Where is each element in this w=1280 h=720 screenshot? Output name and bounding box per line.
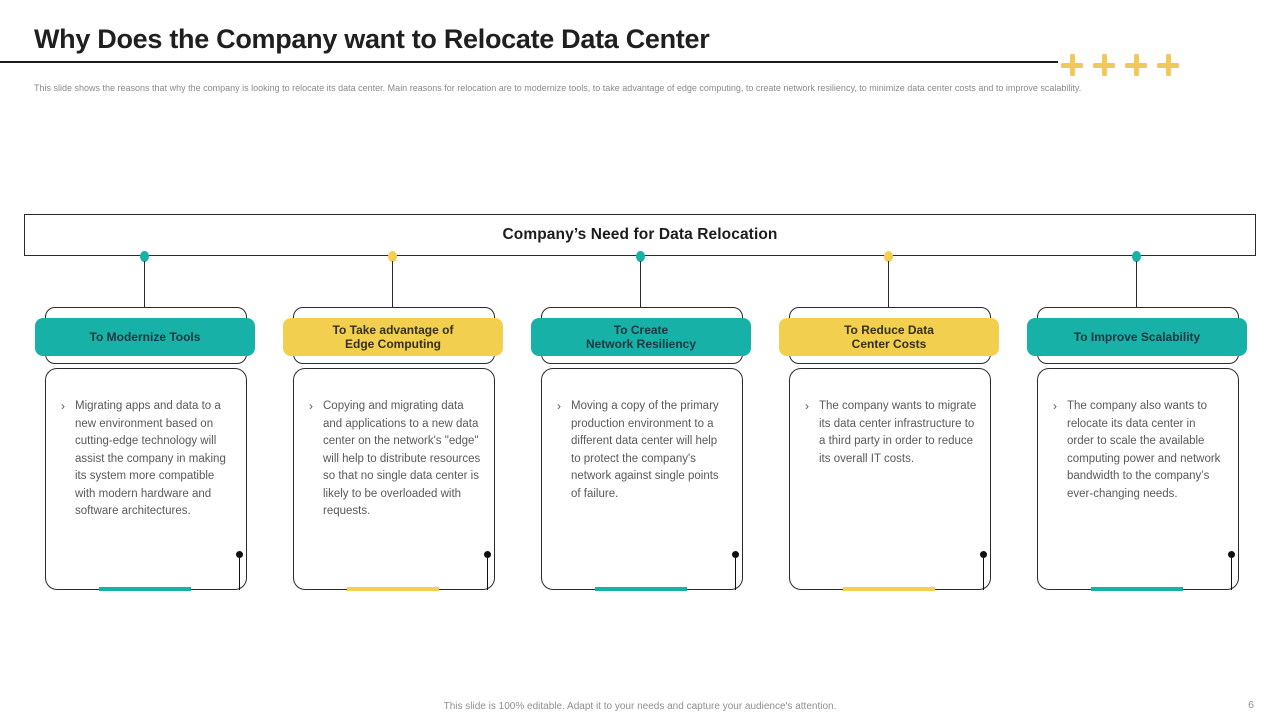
branch-description-text: The company also wants to relocate its d…	[1067, 400, 1221, 500]
branch-header: To Improve Scalability	[1027, 318, 1247, 356]
branch-column-modernize-tools: To Modernize Tools › Migrating apps and …	[35, 251, 255, 596]
branch-description-text: Moving a copy of the primary production …	[571, 400, 719, 500]
branch-description-text: Copying and migrating data and applicati…	[323, 400, 481, 517]
branch-description-text: Migrating apps and data to a new environ…	[75, 400, 226, 517]
corner-dot	[980, 551, 987, 558]
plus-icon	[1061, 54, 1083, 76]
corner-line	[487, 558, 489, 590]
branch-label-line2: Network Resiliency	[585, 337, 697, 351]
chevron-bullet-icon: ›	[309, 399, 313, 413]
chevron-bullet-icon: ›	[557, 399, 561, 413]
connector-dot	[140, 251, 149, 262]
branch-header: To Create Network Resiliency	[531, 318, 751, 356]
branch-description-box: › Moving a copy of the primary productio…	[541, 368, 743, 590]
chevron-bullet-icon: ›	[805, 399, 809, 413]
connector-dot	[884, 251, 893, 262]
accent-underline	[843, 587, 935, 591]
page-number: 6	[1248, 699, 1254, 711]
plus-icon	[1093, 54, 1115, 76]
branch-label-line1: To Take advantage of	[332, 322, 454, 337]
branch-label-line1: To Modernize Tools	[89, 329, 201, 344]
footer-note: This slide is 100% editable. Adapt it to…	[443, 701, 837, 712]
slide-subtitle: This slide shows the reasons that why th…	[34, 83, 1082, 93]
branch-header: To Modernize Tools	[35, 318, 255, 356]
connector-line	[640, 261, 642, 307]
accent-underline	[347, 587, 439, 591]
plus-icon	[1157, 54, 1179, 76]
corner-dot	[236, 551, 243, 558]
branch-label-line2: Center Costs	[851, 337, 927, 351]
branch-column-network-resiliency: To Create Network Resiliency › Moving a …	[531, 251, 751, 596]
connector-line	[392, 261, 394, 307]
corner-line	[239, 558, 241, 590]
branch-header: To Take advantage of Edge Computing	[283, 318, 503, 356]
branch-column-improve-scalability: To Improve Scalability › The company als…	[1027, 251, 1247, 596]
connector-line	[1136, 261, 1138, 307]
title-underline	[0, 61, 1058, 63]
corner-line	[1231, 558, 1233, 590]
corner-line	[735, 558, 737, 590]
branch-header: To Reduce Data Center Costs	[779, 318, 999, 356]
branch-label-line1: To Improve Scalability	[1073, 329, 1201, 344]
accent-underline	[595, 587, 687, 591]
chevron-bullet-icon: ›	[61, 399, 65, 413]
accent-underline	[99, 587, 191, 591]
connector-line	[144, 261, 146, 307]
connector-dot	[1132, 251, 1141, 262]
chevron-bullet-icon: ›	[1053, 399, 1057, 413]
plus-icon	[1125, 54, 1147, 76]
corner-line	[983, 558, 985, 590]
accent-underline	[1091, 587, 1183, 591]
branch-column-reduce-costs: To Reduce Data Center Costs › The compan…	[779, 251, 999, 596]
connector-dot	[636, 251, 645, 262]
branch-label-line2: Edge Computing	[345, 337, 441, 351]
branch-description-box: › Migrating apps and data to a new envir…	[45, 368, 247, 590]
corner-dot	[732, 551, 739, 558]
corner-dot	[1228, 551, 1235, 558]
decorative-plus-group	[1061, 54, 1179, 76]
root-node: Company’s Need for Data Relocation	[24, 214, 1256, 256]
branch-label-line1: To Reduce Data	[844, 322, 934, 337]
connector-line	[888, 261, 890, 307]
branch-description-box: › Copying and migrating data and applica…	[293, 368, 495, 590]
branch-description-box: › The company also wants to relocate its…	[1037, 368, 1239, 590]
slide-title: Why Does the Company want to Relocate Da…	[34, 24, 710, 54]
branch-column-edge-computing: To Take advantage of Edge Computing › Co…	[283, 251, 503, 596]
corner-dot	[484, 551, 491, 558]
branch-description-text: The company wants to migrate its data ce…	[819, 400, 977, 465]
branch-label-line1: To Create	[613, 322, 669, 337]
root-node-label: Company’s Need for Data Relocation	[502, 226, 778, 243]
branch-description-box: › The company wants to migrate its data …	[789, 368, 991, 590]
connector-dot	[388, 251, 397, 262]
